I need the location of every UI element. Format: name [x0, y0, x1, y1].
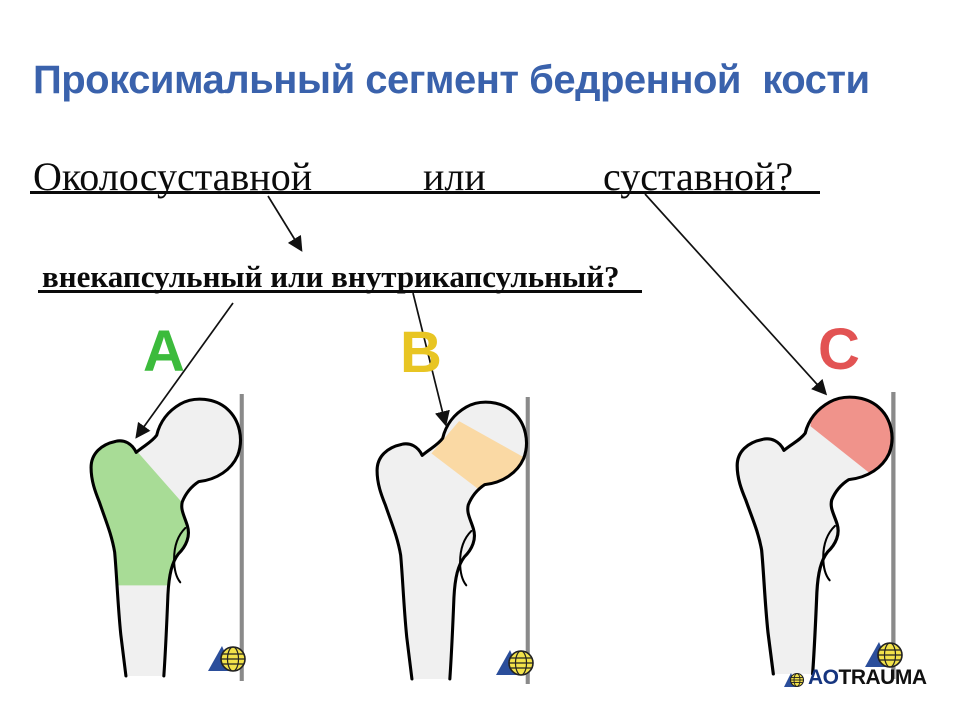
aotrauma-logo: AOTRAUMA [783, 666, 927, 690]
arrow-to-secondary-question [267, 195, 303, 252]
question-secondary: внекапсульный или внутрикапсульный? [42, 259, 620, 294]
label-a: A [143, 319, 185, 384]
ao-foundation-icon [208, 646, 246, 672]
slide-title: Проксимальный сегмент бедренной кости [33, 58, 870, 102]
femur-outline [375, 400, 528, 681]
ao-foundation-icon [496, 650, 534, 676]
lesser-trochanter-line [459, 529, 473, 587]
femur-diagram-b [375, 397, 530, 684]
lesser-trochanter-line [822, 524, 836, 582]
ao-foundation-icon [865, 642, 903, 668]
femur-bone [737, 397, 893, 674]
footer-ao-text: AO [808, 666, 839, 689]
label-b: B [400, 320, 442, 385]
underline [38, 290, 642, 293]
underline [30, 191, 820, 194]
ao-foundation-icon [784, 672, 805, 688]
label-c: C [818, 317, 860, 382]
femur-diagram-c [735, 392, 896, 679]
lesser-trochanter-line [173, 526, 187, 584]
arrow-to-bone-c [644, 193, 828, 396]
femur-outline [735, 395, 894, 676]
footer-trauma-text: TRAUMA [838, 666, 927, 689]
